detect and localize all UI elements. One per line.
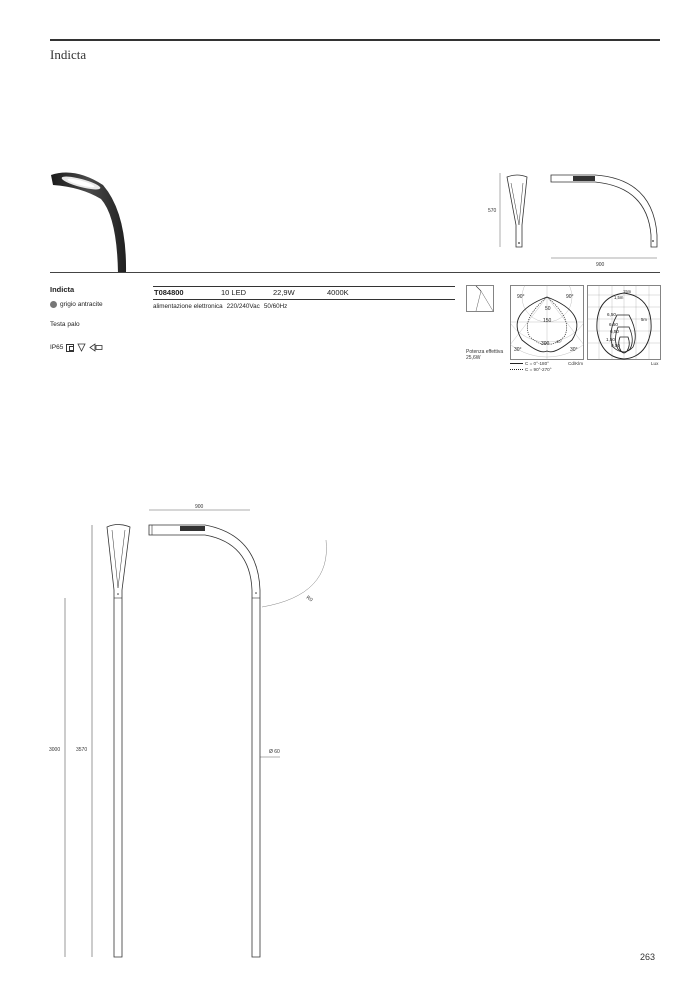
page-title: Indicta <box>50 47 87 62</box>
iso-label: 1,50 <box>606 337 615 342</box>
polar-label: 40° <box>556 339 562 344</box>
ip-rating: IP65 <box>50 344 64 351</box>
spec-table: T084800 10 LED 22,9W 4000K alimentazione… <box>153 286 455 310</box>
dim-small-height: 570 <box>488 208 497 214</box>
led-count: 10 LED <box>221 288 247 297</box>
iso-label: 6,50 <box>610 329 619 334</box>
polar-label: 90° <box>517 294 525 300</box>
lux-unit: Lux <box>651 361 659 366</box>
legend-c0: C = 0°-180° <box>525 361 549 366</box>
beam-direction-icon <box>466 285 494 312</box>
polar-label: 30° <box>514 347 522 353</box>
dim-diameter: Ø 60 <box>269 749 280 755</box>
polar-label: 90° <box>566 294 574 300</box>
effective-power-value: 25,6W <box>466 355 481 361</box>
ce-mark-icon <box>89 343 103 352</box>
polar-label: 50 <box>545 306 551 312</box>
color-label: grigio antracite <box>60 301 103 308</box>
legend-c90: C = 90°-270° <box>525 367 552 372</box>
class-ii-icon <box>66 343 75 352</box>
top-rule <box>50 39 660 41</box>
product-name: Indicta <box>50 285 75 294</box>
polar-label: 30° <box>570 347 578 353</box>
polar-diagram: 90° 90° 150 50 300 40° 30° 30° <box>510 285 584 360</box>
dim-height-3000: 3000 <box>49 747 60 753</box>
iso-label: 5m <box>641 317 647 322</box>
isolux-diagram: 15m 5m 1,5m 6,50 6,50 6,50 1,50 0,50 <box>587 285 661 360</box>
small-technical-drawing: 570 900 <box>488 173 658 268</box>
color-temp: 4000K <box>327 288 349 297</box>
legend-solid-line <box>510 363 523 365</box>
color-option: grigio antracite <box>50 301 103 308</box>
voltage: 220/240Vac <box>226 303 260 310</box>
iso-label: 15m <box>623 289 632 294</box>
product-code: T084800 <box>154 288 184 297</box>
polar-label: 300 <box>541 341 550 347</box>
page-number: 263 <box>640 952 656 962</box>
dim-large-width: 900 <box>195 504 204 510</box>
dim-height-3570: 3570 <box>76 747 87 753</box>
color-swatch <box>50 301 57 308</box>
cd-klm-unit: Cd/Klm <box>568 361 584 366</box>
iso-label: 6,50 <box>609 322 618 327</box>
iso-label: 1,5m <box>614 295 624 300</box>
effective-power-label: Potenza effettiva <box>466 349 504 355</box>
iso-label: 0,50 <box>611 343 620 348</box>
section-rule <box>50 272 660 273</box>
legend-dotted-line <box>510 369 523 371</box>
large-technical-drawing: 3000 3570 900 R0 Ø 60 <box>49 504 327 958</box>
polar-label: 150 <box>543 318 552 324</box>
dim-radius: R0 <box>305 595 314 604</box>
dim-small-width: 900 <box>596 262 605 268</box>
polar-legend: C = 0°-180° C = 90°-270° <box>510 361 552 373</box>
electrical-row: alimentazione elettronica 220/240Vac 50/… <box>153 300 455 310</box>
effective-power: Potenza effettiva 25,6W <box>466 349 503 361</box>
certifications: IP65 <box>50 343 103 352</box>
iso-label: 6,50 <box>607 312 616 317</box>
frequency: 50/60Hz <box>263 303 288 310</box>
ballast: alimentazione elettronica <box>153 303 223 310</box>
f-mark-icon <box>77 343 87 352</box>
power: 22,9W <box>273 288 295 297</box>
mounting-type: Testa palo <box>50 321 80 328</box>
product-photo <box>51 172 127 273</box>
spec-row: T084800 10 LED 22,9W 4000K <box>153 286 455 300</box>
